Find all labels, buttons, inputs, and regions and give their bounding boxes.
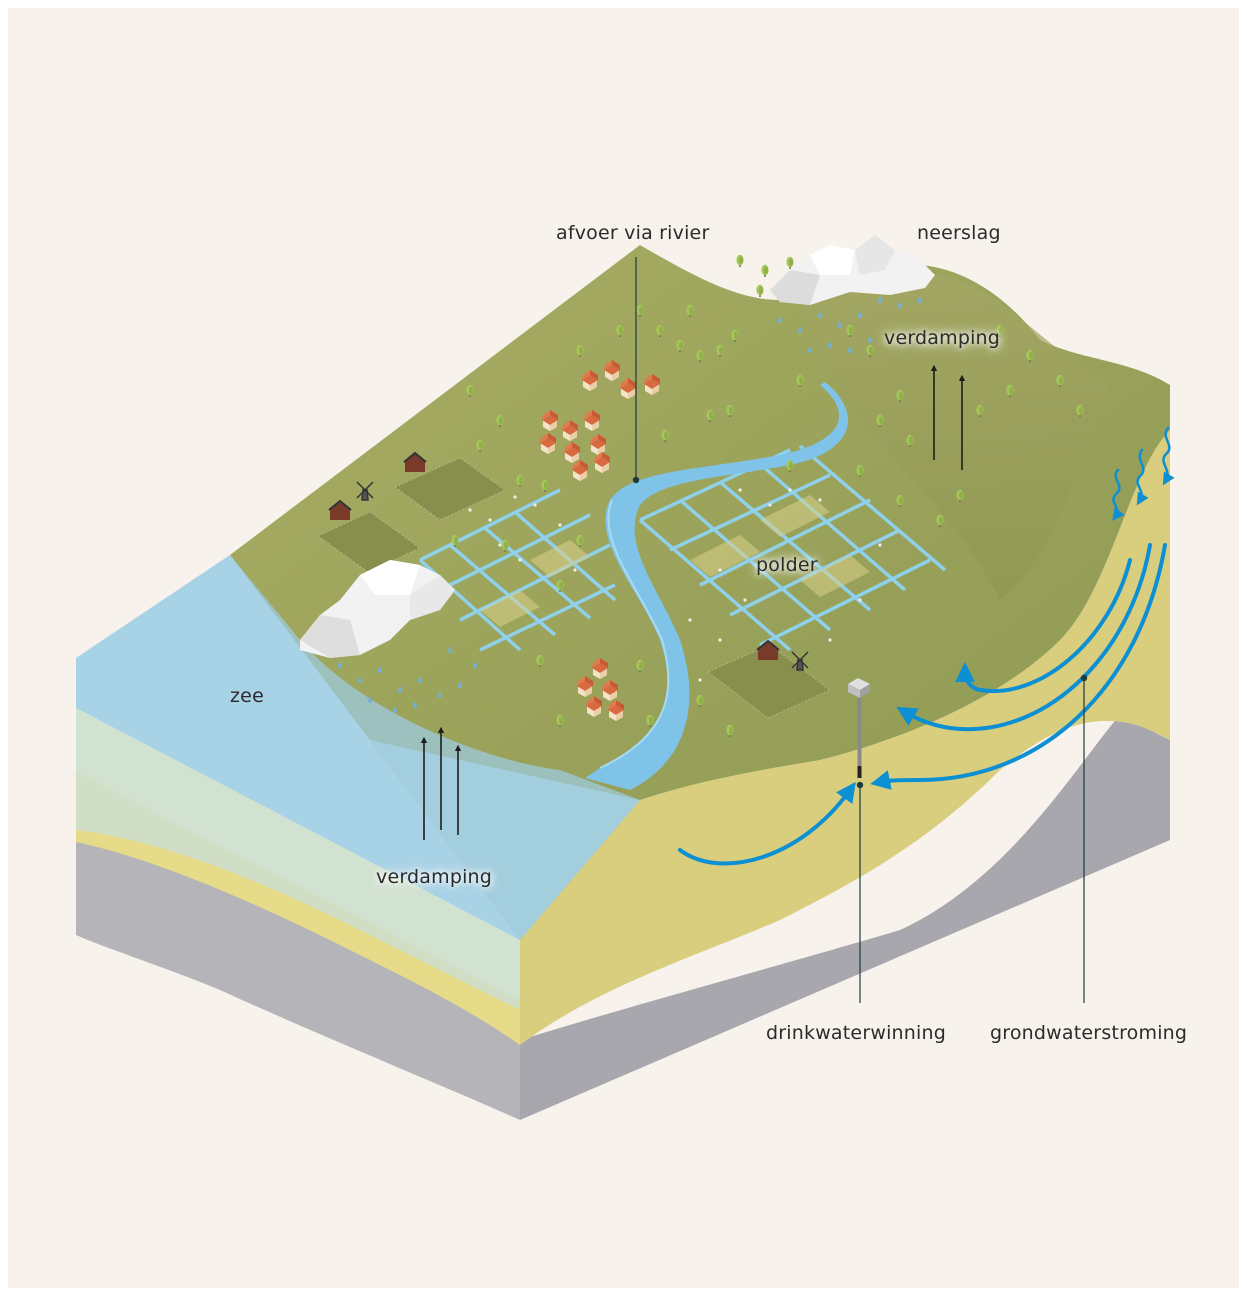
leader-lines [632, 257, 1088, 1003]
label-neerslag: neerslag [917, 222, 1001, 244]
farm-plot-1 [317, 457, 831, 719]
evaporation-arrows-sea [420, 726, 462, 840]
groundwater-flow-arrows [678, 426, 1175, 866]
river [585, 382, 848, 790]
evaporation-arrows-land [930, 364, 966, 470]
farm-icon [328, 451, 780, 660]
water-pump-icon [848, 678, 870, 778]
cow-icon [468, 488, 882, 682]
label-polder: polder [756, 554, 818, 576]
windmill-icon [356, 481, 809, 671]
label-afvoer-via-rivier: afvoer via rivier [556, 222, 710, 244]
polder-grid-left [418, 488, 617, 652]
sea [76, 555, 640, 1010]
label-verdamping-land: verdamping [884, 327, 1001, 349]
label-drinkwaterwinning: drinkwaterwinning [766, 1022, 947, 1044]
label-zee: zee [230, 685, 264, 707]
cloud-icon [300, 235, 935, 658]
label-grondwaterstroming: grondwaterstroming [990, 1022, 1188, 1044]
label-verdamping-zee: verdamping [376, 866, 493, 888]
polder-fields [480, 495, 870, 627]
